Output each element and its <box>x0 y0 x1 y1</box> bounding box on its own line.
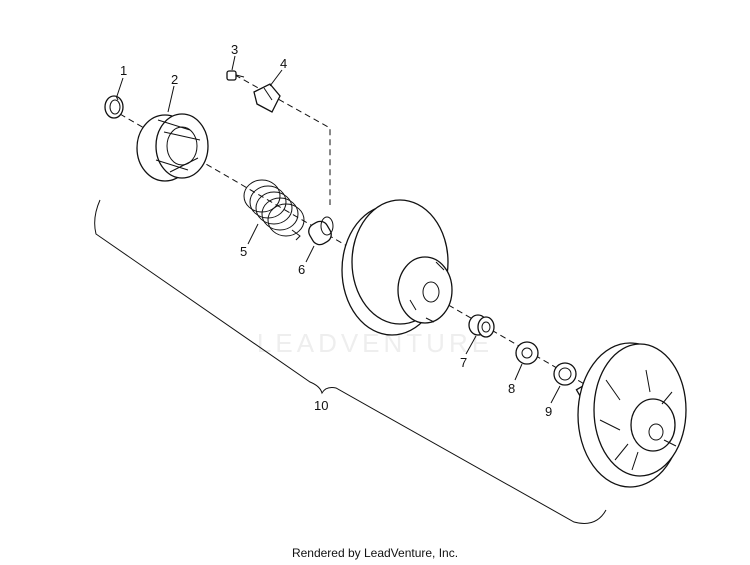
callout-6: 6 <box>298 262 305 277</box>
part-5-spring <box>243 179 305 241</box>
callout-9: 9 <box>545 404 552 419</box>
callout-4: 4 <box>280 56 287 71</box>
watermark-logo: LEADVENTURE <box>257 235 493 358</box>
part-3-bolt <box>226 70 245 81</box>
part-4-button <box>253 83 281 113</box>
fixed-sheave <box>575 342 687 488</box>
callout-7: 7 <box>460 355 467 370</box>
callout-3: 3 <box>231 42 238 57</box>
callout-10: 10 <box>314 398 328 413</box>
part-1-snap-ring <box>104 95 124 119</box>
part-2-cam <box>136 113 209 182</box>
callout-1: 1 <box>120 63 127 78</box>
part-7-bushing <box>468 314 495 338</box>
footer-credit: Rendered by LeadVenture, Inc. <box>291 546 459 560</box>
callout-5: 5 <box>240 244 247 259</box>
part-9-washer <box>553 362 577 386</box>
part-8-washer <box>515 341 539 365</box>
callout-8: 8 <box>508 381 515 396</box>
leader-lines <box>116 55 561 404</box>
group-10-bracket <box>94 199 607 524</box>
part-6-bushing <box>308 216 334 246</box>
bolt-axis <box>234 74 331 205</box>
watermark-text: LEADVENTURE <box>257 328 493 358</box>
callout-2: 2 <box>171 72 178 87</box>
moveable-sheave <box>341 199 453 336</box>
